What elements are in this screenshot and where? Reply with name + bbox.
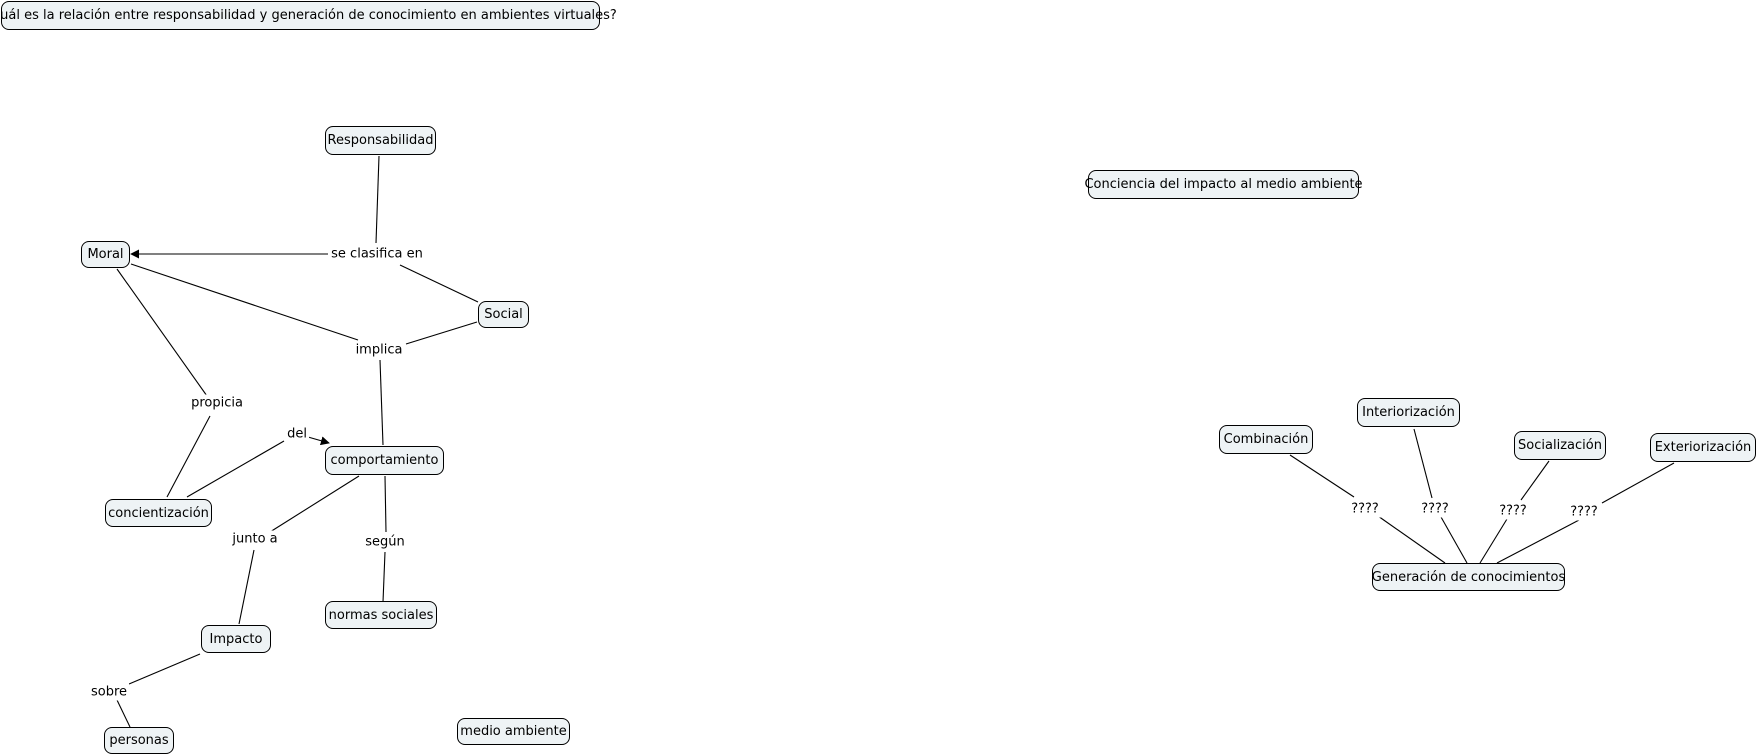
phrase-interiorizacion-link[interactable]: ???? [1419,500,1451,518]
concept-comportamiento[interactable]: comportamiento [325,446,444,475]
link-moral-implica [130,263,359,341]
link-interiorizacion-q2 [1413,428,1433,499]
link-exteriorizacion-q4 [1601,462,1675,504]
concept-personas[interactable]: personas [104,727,174,754]
link-q2-generacion [1440,516,1468,564]
phrase-se-clasifica-en[interactable]: se clasifica en [329,245,425,263]
link-se-clasifica-en-social [399,264,479,303]
concept-impacto[interactable]: Impacto [201,625,271,653]
concept-exteriorizacion[interactable]: Exteriorización [1650,433,1756,462]
focus-question[interactable]: ¿Cuál es la relación entre responsabilid… [0,1,617,30]
link-junto-a-impacto [238,549,255,625]
concept-medio-ambiente[interactable]: medio ambiente [457,718,570,745]
concept-socializacion[interactable]: Socialización [1514,431,1606,460]
concept-concientizacion[interactable]: concientización [105,499,212,527]
concept-responsabilidad[interactable]: Responsabilidad [325,126,436,155]
link-del-comportamiento [307,436,330,446]
link-q4-generacion [1496,518,1582,564]
link-comportamiento-segun [384,475,387,533]
link-concientizacion-del [186,440,285,498]
phrase-combinacion-link[interactable]: ???? [1349,500,1381,518]
link-propicia-concientizacion [166,415,211,498]
link-socializacion-q3 [1520,460,1550,501]
concept-social[interactable]: Social [478,301,529,328]
concept-generacion-de-conocimientos[interactable]: Generación de conocimientos [1372,563,1565,591]
concept-moral[interactable]: Moral [81,241,130,268]
phrase-exteriorizacion-link[interactable]: ???? [1568,503,1600,521]
link-comportamiento-junto-a [269,475,360,533]
concept-conciencia-impacto-medio-ambiente[interactable]: Conciencia del impacto al medio ambiente [1084,170,1363,199]
link-social-implica [405,321,478,345]
link-impacto-sobre [128,653,201,685]
phrase-del[interactable]: del [285,425,309,443]
link-segun-normas-sociales [382,551,386,603]
phrase-segun[interactable]: según [363,533,407,551]
link-sobre-personas [116,699,131,728]
phrase-propicia[interactable]: propicia [189,394,245,412]
phrase-socializacion-link[interactable]: ???? [1497,502,1529,520]
link-q3-generacion [1479,518,1508,564]
concept-interiorizacion[interactable]: Interiorización [1357,398,1460,427]
concept-normas-sociales[interactable]: normas sociales [325,601,437,629]
link-responsabilidad-se-clasifica-en [375,155,380,244]
concept-combinacion[interactable]: Combinación [1219,425,1313,454]
link-implica-comportamiento [379,359,384,446]
link-moral-propicia [116,268,208,397]
phrase-sobre[interactable]: sobre [88,683,130,701]
link-q1-generacion [1377,515,1446,564]
link-combinacion-q1 [1289,454,1355,498]
phrase-junto-a[interactable]: junto a [230,530,280,548]
phrase-implica[interactable]: implica [353,341,405,359]
